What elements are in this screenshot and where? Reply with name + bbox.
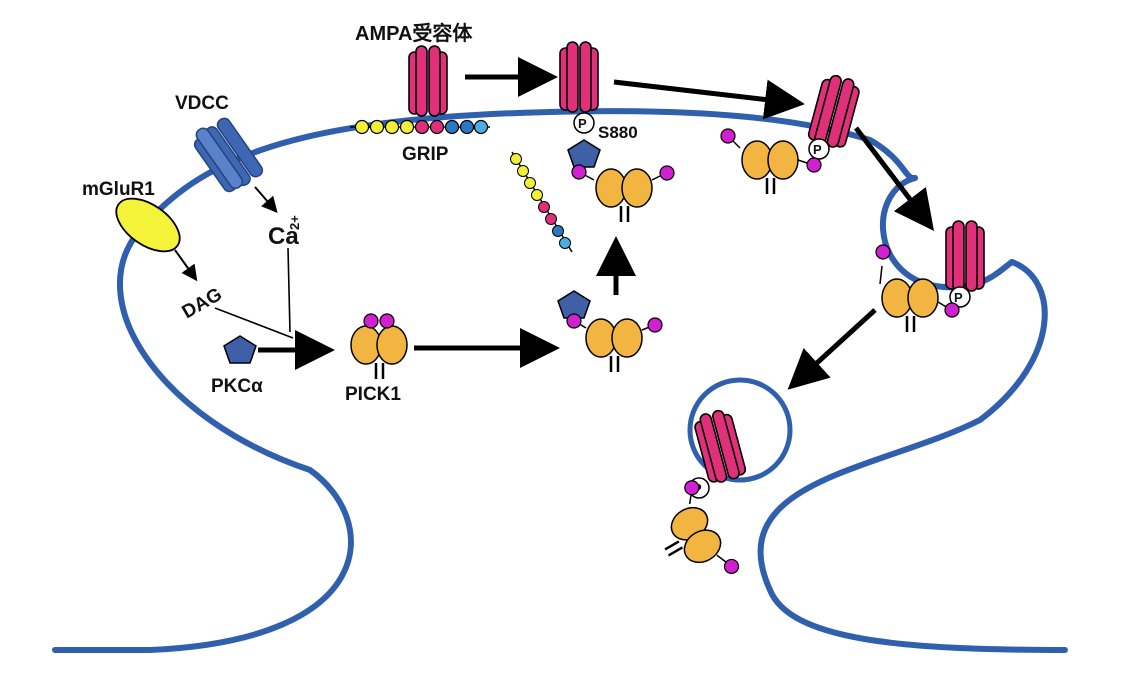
- mglur1-label: mGluR1: [82, 179, 155, 200]
- grip-chain-icon: [350, 119, 490, 135]
- endocytic-vesicle-icon: [687, 377, 793, 483]
- phosphate-label-lateral: P: [813, 142, 822, 157]
- cell-membrane-right: [757, 259, 1068, 653]
- arrow-to-vesicle: [787, 308, 877, 390]
- pick1-active-icon: [566, 313, 663, 374]
- pick1-free-icon: [349, 313, 409, 381]
- dag-label: DAG: [179, 284, 226, 323]
- mglur1-receptor-icon: [115, 197, 181, 253]
- phosphate-icon-lateral: [808, 138, 830, 160]
- vdcc-label: VDCC: [175, 93, 229, 114]
- ampa-label: AMPA受容体: [355, 21, 473, 45]
- arrow-to-lateral: [613, 79, 805, 120]
- ca-line: [287, 247, 291, 333]
- s880-label: S880: [598, 123, 638, 142]
- pkc-alpha-free-icon: [223, 335, 257, 364]
- pick1-label: PICK1: [345, 384, 401, 405]
- arrow-vdcc-to-ca: [254, 186, 278, 214]
- phosphate-icon-pit: [949, 286, 971, 308]
- pick1-dimer-lateral-icon: [720, 128, 822, 196]
- dag-line: [214, 307, 294, 339]
- phosphate-icon: [573, 112, 595, 134]
- ca-charge-label: 2+: [287, 215, 302, 230]
- ca-label: Ca: [268, 223, 299, 250]
- ampa-receptor-phospho-icon: [559, 41, 599, 113]
- pick1-dimer-internalized-icon: [651, 480, 740, 578]
- phosphate-label: P: [578, 116, 587, 131]
- pkc-alpha-icon: [567, 139, 601, 168]
- ampa-receptor-pit-icon: [945, 220, 985, 292]
- phosphate-label-pit: P: [954, 290, 963, 305]
- pkca-label: PKCα: [211, 376, 263, 397]
- ampa-receptor-internalized-icon: [691, 406, 748, 486]
- cell-membrane: [52, 108, 918, 653]
- ampa-receptor-lateral-icon: [806, 71, 863, 151]
- arrow-mglur-to-dag: [174, 249, 198, 282]
- grip-label: GRIP: [402, 144, 449, 165]
- pick1-dimer-icon: [571, 164, 675, 224]
- arrow-to-pit: [854, 126, 935, 231]
- pick1-dimer-pit-icon: [875, 244, 960, 334]
- vdcc-channel-icon: [193, 117, 264, 193]
- grip-chain-released-icon: [510, 151, 573, 253]
- ampa-receptor-icon: [408, 45, 448, 117]
